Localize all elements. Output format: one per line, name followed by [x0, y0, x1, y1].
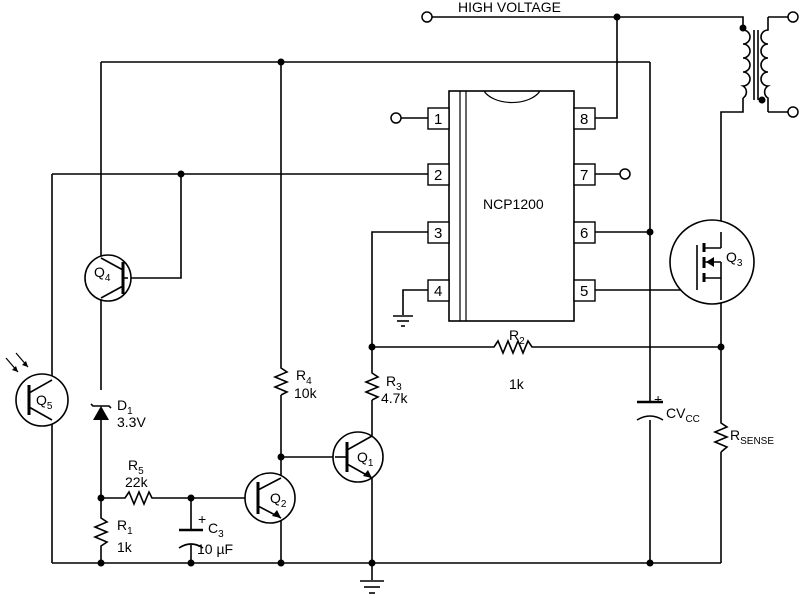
transistor-q1: Q1: [332, 431, 384, 483]
cvcc-sub: CC: [685, 414, 699, 425]
r3-value: 4.7k: [381, 390, 408, 406]
cvcc-letter: CV: [666, 405, 686, 421]
transistor-q2: Q2: [244, 472, 296, 524]
c3-value: 10 µF: [197, 541, 233, 557]
ic-name: NCP1200: [483, 196, 544, 212]
r2-letter: R: [509, 327, 519, 343]
cvcc-plus: +: [654, 391, 662, 407]
wires: [51, 16, 744, 594]
q3-sub: 3: [737, 258, 743, 269]
phototransistor-q5: Q5: [5, 352, 69, 427]
transistor-q4: Q4: [84, 254, 132, 302]
pin1-terminal: [390, 112, 402, 124]
r5-value: 22k: [125, 474, 149, 490]
capacitor-c3: + C3 10 µF: [178, 511, 233, 557]
rsense-sub: SENSE: [740, 436, 774, 447]
q2-letter: Q: [270, 490, 281, 506]
c3-plus: +: [198, 511, 206, 527]
resistor-r3: R3 4.7k: [363, 370, 408, 406]
svg-text:Q2: Q2: [270, 490, 287, 510]
r3-sub: 3: [396, 382, 402, 393]
svg-text:CVCC: CVCC: [666, 405, 700, 425]
r3-letter: R: [386, 373, 396, 389]
ic-pin-3: 3: [434, 225, 442, 242]
pin7-terminal: [619, 168, 631, 180]
zener-diode-d1: D1 3.3V: [90, 397, 146, 430]
svg-text:R1: R1: [117, 517, 133, 537]
high-voltage-label: HIGH VOLTAGE: [458, 0, 561, 15]
r1-sub: 1: [127, 526, 133, 537]
ic-pin-8: 8: [580, 111, 588, 128]
resistor-rsense: RSENSE: [712, 420, 774, 453]
r4-letter: R: [296, 367, 306, 383]
q5-letter: Q: [36, 392, 47, 408]
r1-value: 1k: [117, 539, 133, 555]
svg-text:C3: C3: [208, 520, 224, 540]
r1-letter: R: [117, 517, 127, 533]
svg-text:R5: R5: [128, 457, 144, 477]
ic-pin-1: 1: [434, 111, 442, 128]
capacitor-cvcc: + CVCC: [636, 391, 700, 425]
svg-text:Q3: Q3: [726, 249, 743, 269]
svg-text:D1: D1: [117, 397, 133, 417]
svg-text:R3: R3: [386, 373, 402, 393]
junction-dots: [97, 13, 725, 567]
q4-letter: Q: [94, 264, 105, 280]
r2-sub: 2: [519, 336, 525, 347]
q3-letter: Q: [726, 249, 737, 265]
d1-letter: D: [117, 397, 127, 413]
r5-letter: R: [128, 457, 138, 473]
svg-text:Q1: Q1: [357, 449, 374, 469]
ncp1200-ic: NCP1200 1 2 3 4 5 6 7 8: [427, 90, 596, 322]
svg-text:Q5: Q5: [36, 392, 53, 412]
d1-sub: 1: [127, 406, 133, 417]
q5-sub: 5: [47, 401, 53, 412]
svg-text:R2: R2: [509, 327, 525, 347]
ic-pin-7: 7: [580, 167, 588, 184]
d1-value: 3.3V: [117, 414, 146, 430]
rsense-letter: R: [730, 427, 740, 443]
c3-letter: C: [208, 520, 218, 536]
r2-value: 1k: [509, 376, 525, 392]
resistor-r2: R2 1k: [490, 327, 538, 392]
secondary-bottom-terminal: [787, 106, 799, 118]
resistor-r1: R1 1k: [92, 515, 133, 555]
r4-sub: 4: [306, 376, 312, 387]
transformer: [739, 16, 788, 113]
resistor-r5: R5 22k: [122, 457, 155, 507]
r4-value: 10k: [294, 385, 318, 401]
svg-text:Q4: Q4: [94, 264, 111, 284]
hv-terminal: [421, 11, 433, 23]
q4-sub: 4: [105, 273, 111, 284]
q1-sub: 1: [368, 458, 374, 469]
q2-sub: 2: [281, 499, 287, 510]
mosfet-q3: Q3: [669, 219, 755, 305]
ic-pin-4: 4: [434, 283, 442, 300]
ic-pin-5: 5: [580, 283, 588, 300]
svg-text:RSENSE: RSENSE: [730, 427, 774, 447]
svg-text:R4: R4: [296, 367, 312, 387]
secondary-top-terminal: [787, 11, 799, 23]
ic-pin-6: 6: [580, 225, 588, 242]
c3-sub: 3: [218, 529, 224, 540]
q1-letter: Q: [357, 449, 368, 465]
resistor-r4: R4 10k: [272, 365, 318, 401]
r5-sub: 5: [138, 466, 144, 477]
ic-pin-2: 2: [434, 167, 442, 184]
